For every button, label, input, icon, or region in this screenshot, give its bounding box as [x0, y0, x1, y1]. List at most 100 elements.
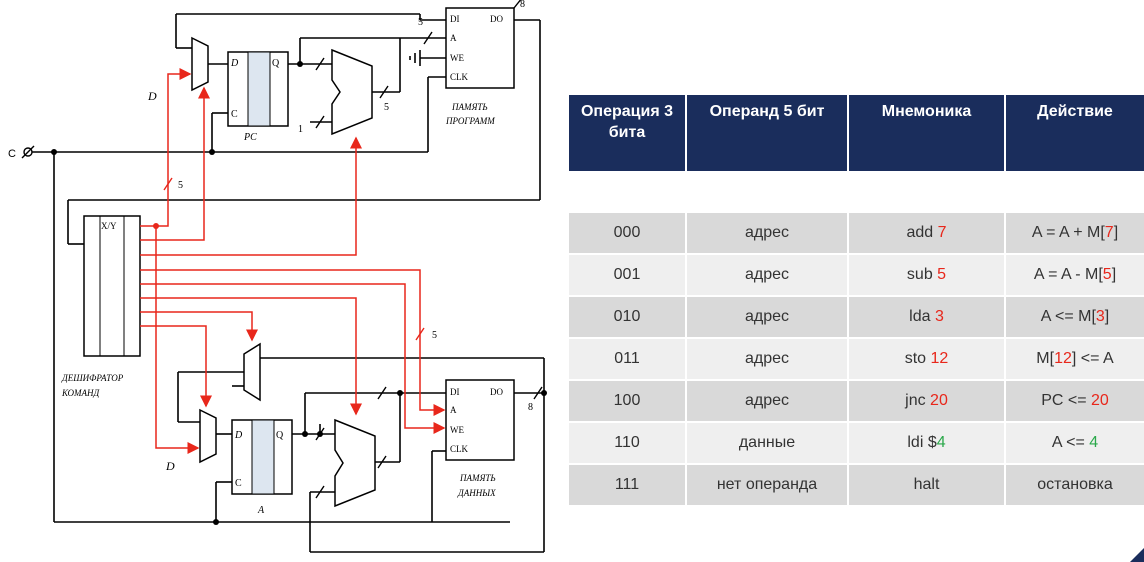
action-value: 7	[1104, 224, 1114, 241]
svg-text:8: 8	[528, 402, 533, 413]
svg-text:5: 5	[432, 330, 437, 341]
cell-operand: адрес	[686, 296, 849, 339]
cell-action: остановка	[1005, 464, 1144, 507]
svg-text:DO: DO	[490, 14, 503, 24]
action-pre: A = A + M[	[1031, 224, 1105, 241]
cell-action: A = A + M[7]	[1005, 212, 1144, 255]
cell-opcode: 100	[569, 380, 687, 423]
svg-text:5: 5	[384, 102, 389, 113]
svg-text:ДЕШИФРАТОР: ДЕШИФРАТОР	[61, 373, 124, 383]
action-pre: A <= M[	[1040, 308, 1096, 325]
mnemonic-value: 4	[936, 434, 946, 451]
svg-text:5: 5	[418, 17, 423, 28]
program-memory: DI DO A WE CLK ПАМЯТЬ ПРОГРАММ	[445, 7, 515, 126]
mnemonic-text: add	[906, 224, 938, 241]
svg-text:ПАМЯТЬ: ПАМЯТЬ	[451, 102, 488, 112]
action-value: 4	[1089, 434, 1099, 451]
svg-text:X/Y: X/Y	[101, 221, 117, 231]
cell-operand: нет операнда	[686, 464, 849, 507]
cell-action: A <= M[3]	[1005, 296, 1144, 339]
mnemonic-value: 5	[937, 266, 947, 283]
cell-operand: данные	[686, 422, 849, 465]
clock-label: C	[8, 148, 16, 160]
action-post: ] <= A	[1071, 350, 1114, 367]
mnemonic-value: 20	[930, 392, 948, 409]
corner-accent	[1130, 548, 1144, 562]
cell-operand: адрес	[686, 338, 849, 381]
svg-text:Q: Q	[276, 430, 284, 441]
a-register: D Q C A	[231, 419, 293, 516]
control-junction	[153, 223, 159, 229]
mnemonic-text: sub	[906, 266, 938, 283]
pc-label: PC	[243, 132, 257, 143]
svg-text:DI: DI	[450, 14, 460, 24]
cell-opcode: 110	[569, 422, 687, 465]
svg-text:D: D	[165, 459, 175, 473]
svg-text:DI: DI	[450, 387, 460, 397]
mnemonic-text: jnc	[905, 392, 931, 409]
svg-text:5: 5	[178, 180, 183, 191]
cell-operand: адрес	[686, 212, 849, 255]
mnemonic-value: 12	[930, 350, 949, 367]
action-pre: M[	[1036, 350, 1055, 367]
svg-text:CLK: CLK	[450, 72, 469, 82]
mnemonic-value: 3	[934, 308, 944, 325]
mnemonic-text: halt	[913, 476, 940, 493]
svg-text:D: D	[234, 430, 243, 441]
action-value: 5	[1102, 266, 1112, 283]
cell-operand: адрес	[686, 254, 849, 297]
action-pre: остановка	[1037, 476, 1113, 493]
data-memory: DI DO A WE CLK ПАМЯТЬ ДАННЫХ	[445, 379, 515, 498]
svg-text:CLK: CLK	[450, 444, 469, 454]
cell-opcode: 000	[569, 212, 687, 255]
action-value: 3	[1095, 308, 1105, 325]
svg-text:WE: WE	[450, 53, 464, 63]
header-action: Действие	[1005, 95, 1144, 171]
a-mux	[199, 408, 217, 464]
bus-slashes	[315, 0, 543, 499]
cell-action: M[12] <= A	[1005, 338, 1144, 381]
cpu-schematic: C D Q C PC DI DO A WE CLK ПАМЯТЬ ПРОГРАМ…	[8, 0, 547, 553]
svg-text:A: A	[450, 405, 457, 415]
cell-mnemonic: jnc 20	[848, 380, 1006, 423]
control-wires	[140, 68, 446, 454]
cell-opcode: 011	[569, 338, 687, 381]
cell-action: PC <= 20	[1005, 380, 1144, 423]
cell-mnemonic: sto 12	[848, 338, 1006, 381]
svg-text:ПРОГРАММ: ПРОГРАММ	[445, 116, 495, 126]
action-value: 20	[1091, 392, 1109, 409]
action-pre: A = A - M[	[1033, 266, 1103, 283]
mnemonic-value: 7	[937, 224, 947, 241]
svg-text:1: 1	[298, 124, 303, 135]
cell-mnemonic: sub 5	[848, 254, 1006, 297]
header-mnemonic: Мнемоника	[848, 95, 1006, 171]
cell-opcode: 001	[569, 254, 687, 297]
pc-register: D Q C PC	[227, 51, 289, 143]
svg-text:D: D	[147, 89, 157, 103]
instruction-table: Операция 3 бита Операнд 5 бит Мнемоника …	[569, 95, 1144, 507]
mnemonic-text: lda	[909, 308, 935, 325]
pc-adder	[331, 48, 373, 136]
cell-mnemonic: add 7	[848, 212, 1006, 255]
action-pre: A <=	[1051, 434, 1090, 451]
cell-opcode: 010	[569, 296, 687, 339]
black-wires	[30, 13, 545, 553]
svg-text:Q: Q	[272, 58, 280, 69]
alu	[334, 418, 376, 508]
header-operation: Операция 3 бита	[569, 95, 687, 171]
svg-text:A: A	[450, 33, 457, 43]
a-label: A	[257, 505, 265, 516]
header-operand: Операнд 5 бит	[686, 95, 849, 171]
instruction-decoder: X/Y ДЕШИФРАТОР КОМАНД	[61, 215, 141, 398]
pc-mux	[191, 36, 209, 92]
cell-action: A = A - M[5]	[1005, 254, 1144, 297]
svg-text:C: C	[235, 478, 242, 489]
svg-text:ДАННЫХ: ДАННЫХ	[457, 488, 496, 498]
